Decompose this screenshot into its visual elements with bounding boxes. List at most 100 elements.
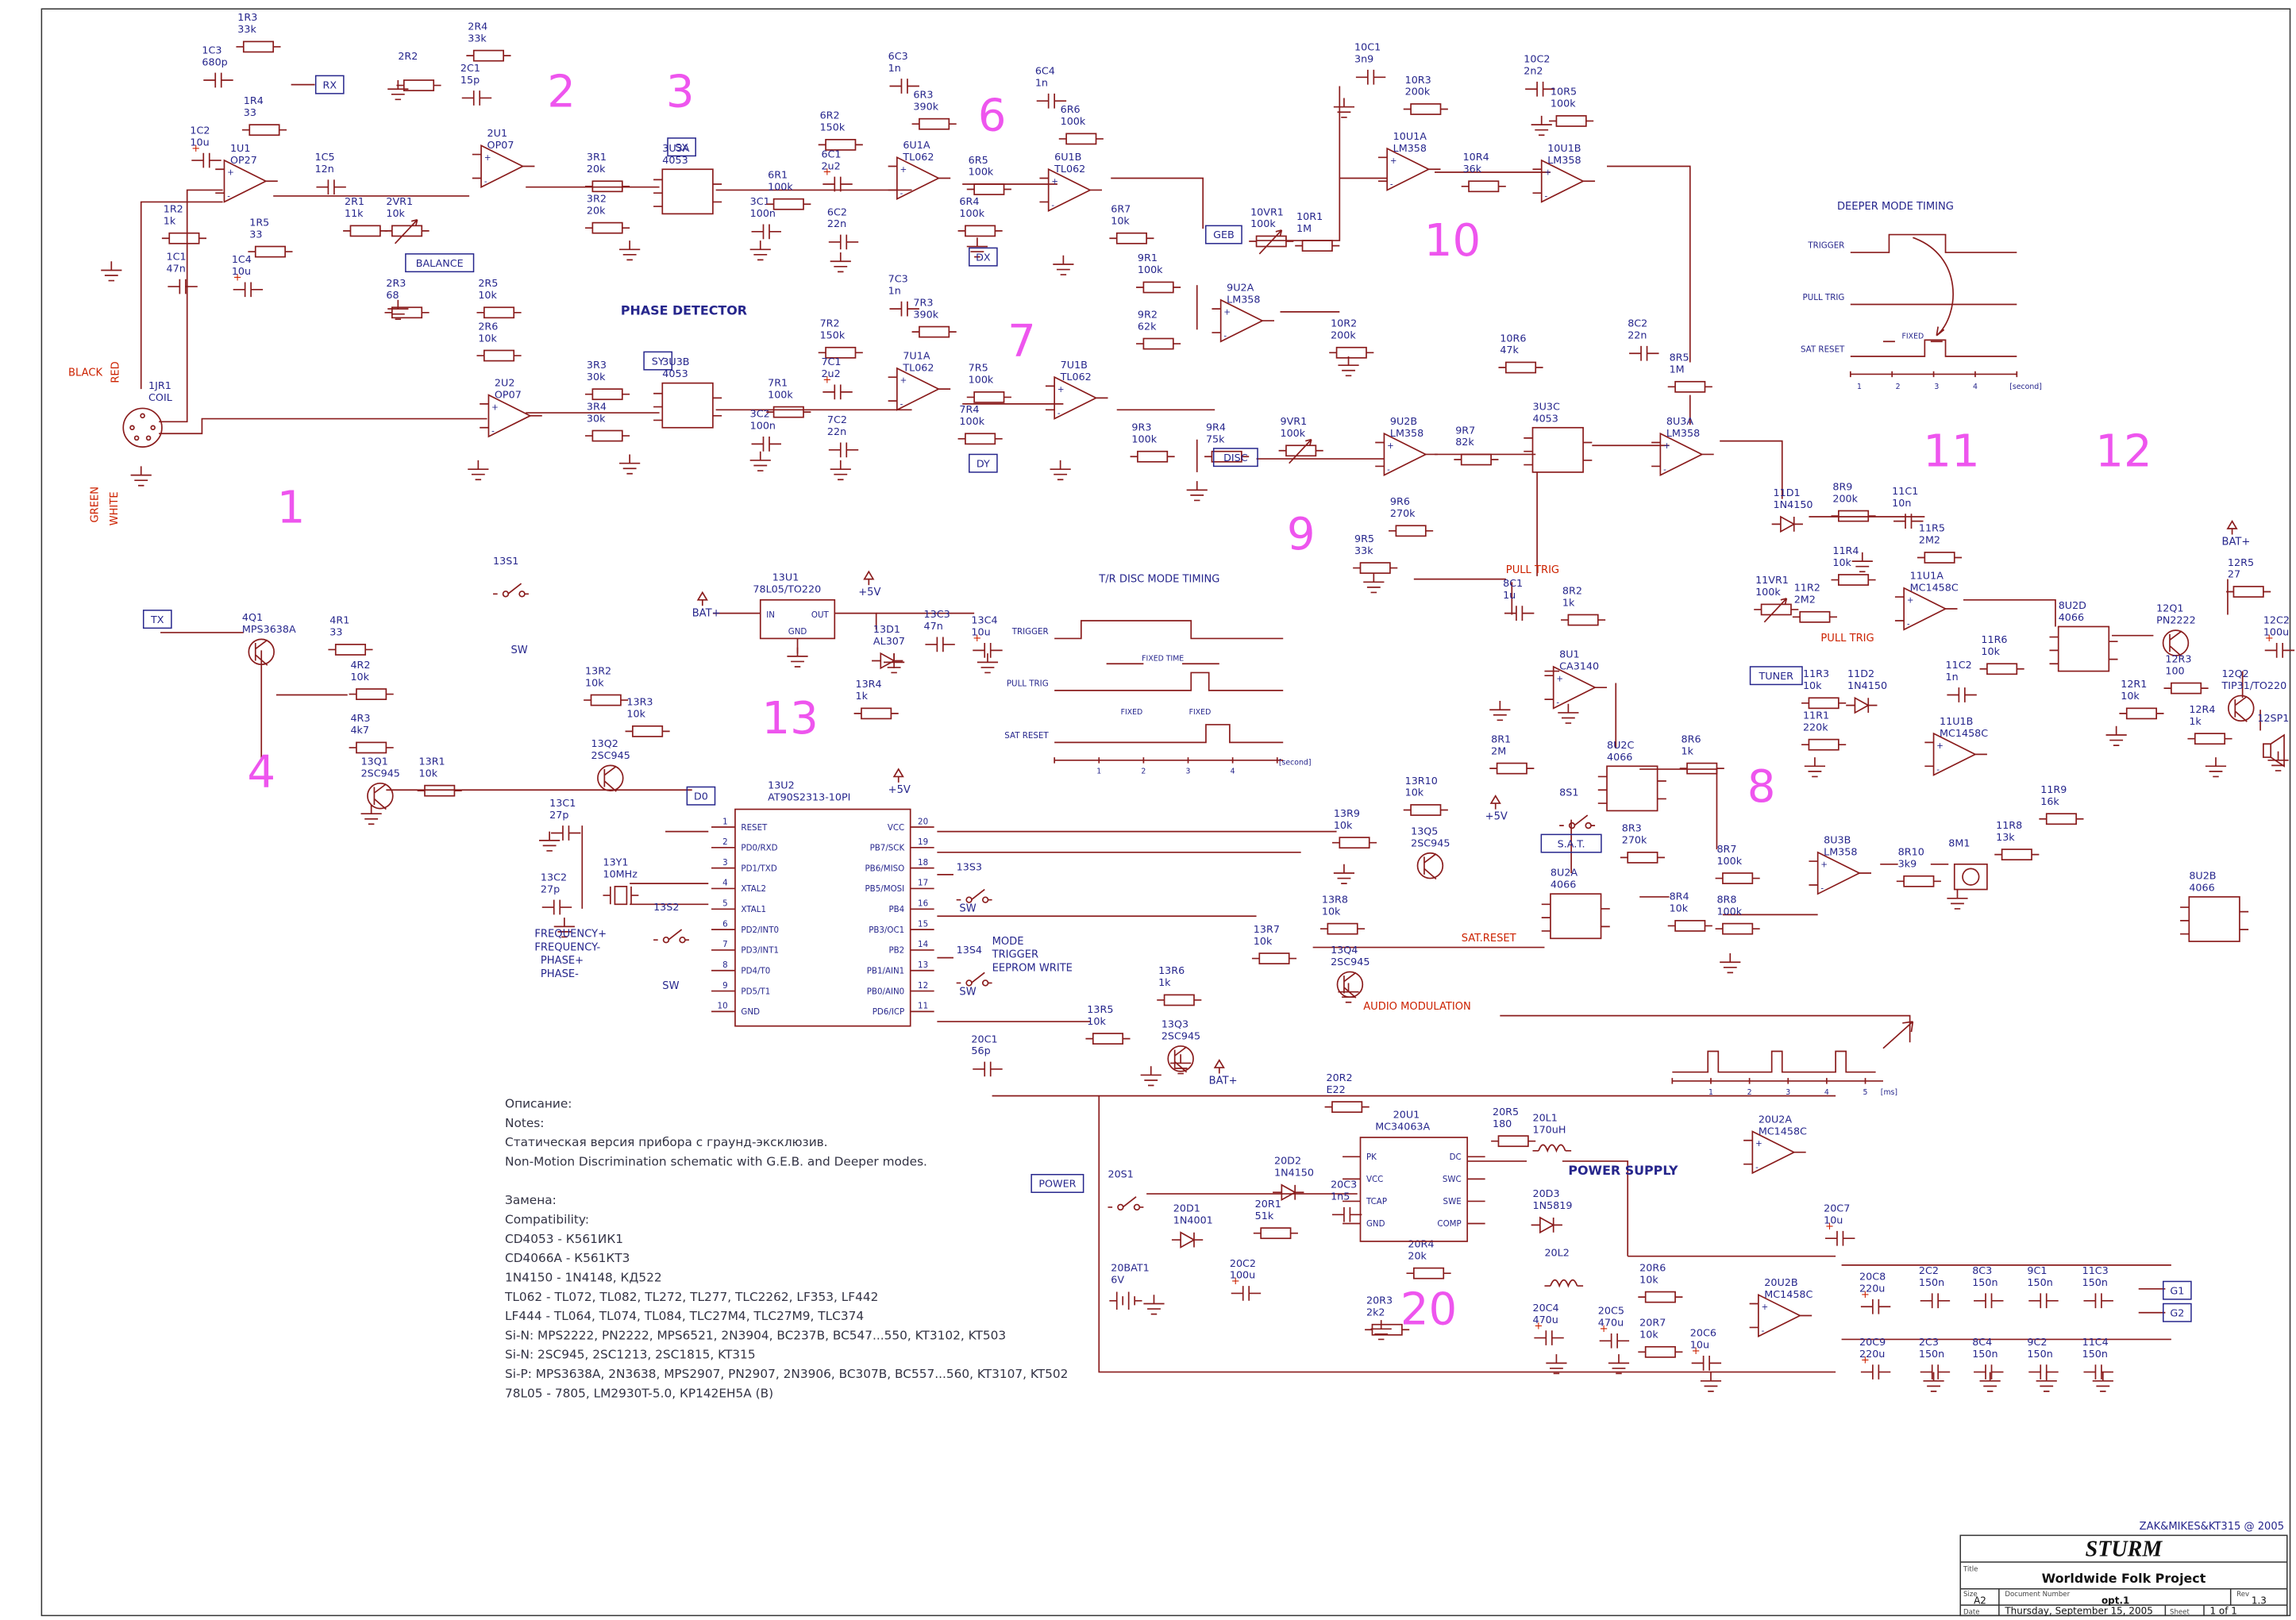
component-symbol [591, 388, 623, 401]
component-symbol [981, 979, 989, 987]
component-value: 270k [1622, 834, 1647, 846]
component-value: 100k [1716, 905, 1742, 917]
rev-label: Rev [2236, 1591, 2249, 1599]
ground-symbols-layer [101, 80, 2289, 1392]
component-ref: 8R1 [1491, 733, 1511, 745]
component-ref: 6U1B [1054, 151, 1081, 163]
component-value: 200k [1405, 86, 1431, 98]
component-symbol [1920, 1364, 1951, 1380]
ground-icon [619, 454, 641, 475]
component-symbol [2171, 682, 2202, 695]
component-symbol [1763, 598, 1788, 623]
component-ref: 11R6 [1981, 633, 2007, 645]
component-ref: 11C1 [1892, 485, 1918, 497]
component-symbol [751, 437, 781, 452]
component-ref: 13R7 [1254, 923, 1280, 935]
component-value: 100 [2165, 664, 2184, 676]
regulator-pin-in: IN [766, 610, 775, 620]
net-label-box [1205, 225, 1242, 244]
component-ref: 12SP1 [2257, 712, 2289, 724]
component-8S1: 8S1 [1559, 787, 1596, 829]
opamp-minus: - [491, 426, 495, 436]
component-symbol [590, 694, 622, 706]
polarity-mark: + [1861, 1289, 1870, 1301]
component-ref: 11C3 [2082, 1264, 2109, 1276]
component-value: 1n [888, 284, 901, 296]
component-ref: 2R6 [478, 320, 498, 332]
note-line: Si-P: MPS3638A, 2N3638, MPS2907, PN2907,… [505, 1367, 1068, 1381]
component-symbol [356, 741, 387, 754]
component-value: 4k7 [350, 724, 369, 736]
smps-pin-name: DC [1450, 1152, 1462, 1162]
component-symbol [1544, 1279, 1584, 1288]
component-symbol [1336, 971, 1364, 999]
mcu-pin-number: 6 [722, 919, 728, 929]
component-symbol [122, 407, 163, 448]
ground-icon [966, 237, 988, 258]
component-symbol [751, 224, 781, 240]
component-symbol [1532, 1144, 1572, 1153]
deeper-mode-timing-diagram: DEEPER MODE TIMING TRIGGER PULL TRIG SAT… [1801, 201, 2042, 391]
component-symbol [1903, 587, 1947, 631]
mcu-pin-name: PD1/TXD [741, 864, 776, 873]
wire [1500, 1014, 1911, 1043]
component-ref: 13Q1 [361, 755, 388, 767]
component-ref: 20C7 [1824, 1202, 1850, 1214]
polarity-mark: + [973, 633, 981, 645]
component-value: 1k [164, 214, 176, 226]
opamp-plus: + [900, 165, 907, 175]
component-symbol [254, 639, 268, 666]
component-value: 33 [249, 228, 262, 240]
component-value: 33k [237, 23, 256, 35]
component-value: 33k [468, 32, 487, 44]
polarity-mark: + [233, 272, 242, 284]
component-ref: 6R7 [1111, 203, 1131, 215]
component-symbol [480, 144, 525, 189]
component-ref: 6R2 [820, 110, 840, 121]
component-symbol [1659, 432, 1704, 477]
component-symbol [1497, 1135, 1529, 1148]
component-symbol [1903, 875, 1935, 887]
component-ref: 6R1 [768, 168, 788, 180]
component-ref: 2U1 [487, 127, 507, 139]
component-symbol [1691, 1356, 1722, 1371]
component-value: 150k [820, 329, 846, 341]
net-label-g2: G2 [2163, 1303, 2192, 1322]
component-symbol [1525, 81, 1555, 97]
component-symbol [1846, 696, 1878, 714]
component-symbol [1771, 515, 1803, 533]
component-ref: 7R4 [959, 403, 979, 415]
component-ref: 13R6 [1158, 964, 1185, 976]
component-ref: 10R4 [1463, 151, 1489, 163]
component-symbol [822, 176, 853, 192]
regulator-body [759, 598, 836, 640]
component-symbol [1532, 168, 1596, 194]
net-label-text: G1 [2170, 1284, 2184, 1296]
wire [140, 201, 223, 390]
component-ref: 8R2 [1562, 584, 1582, 596]
component-ref: 13Y1 [603, 856, 628, 868]
component-symbol [215, 168, 278, 194]
component-ref: 7U1A [903, 350, 930, 362]
component-value: 15p [460, 74, 480, 86]
section-number-4: 4 [247, 747, 275, 798]
component-ref: 8R8 [1716, 893, 1736, 905]
component-value: OP07 [487, 139, 514, 151]
